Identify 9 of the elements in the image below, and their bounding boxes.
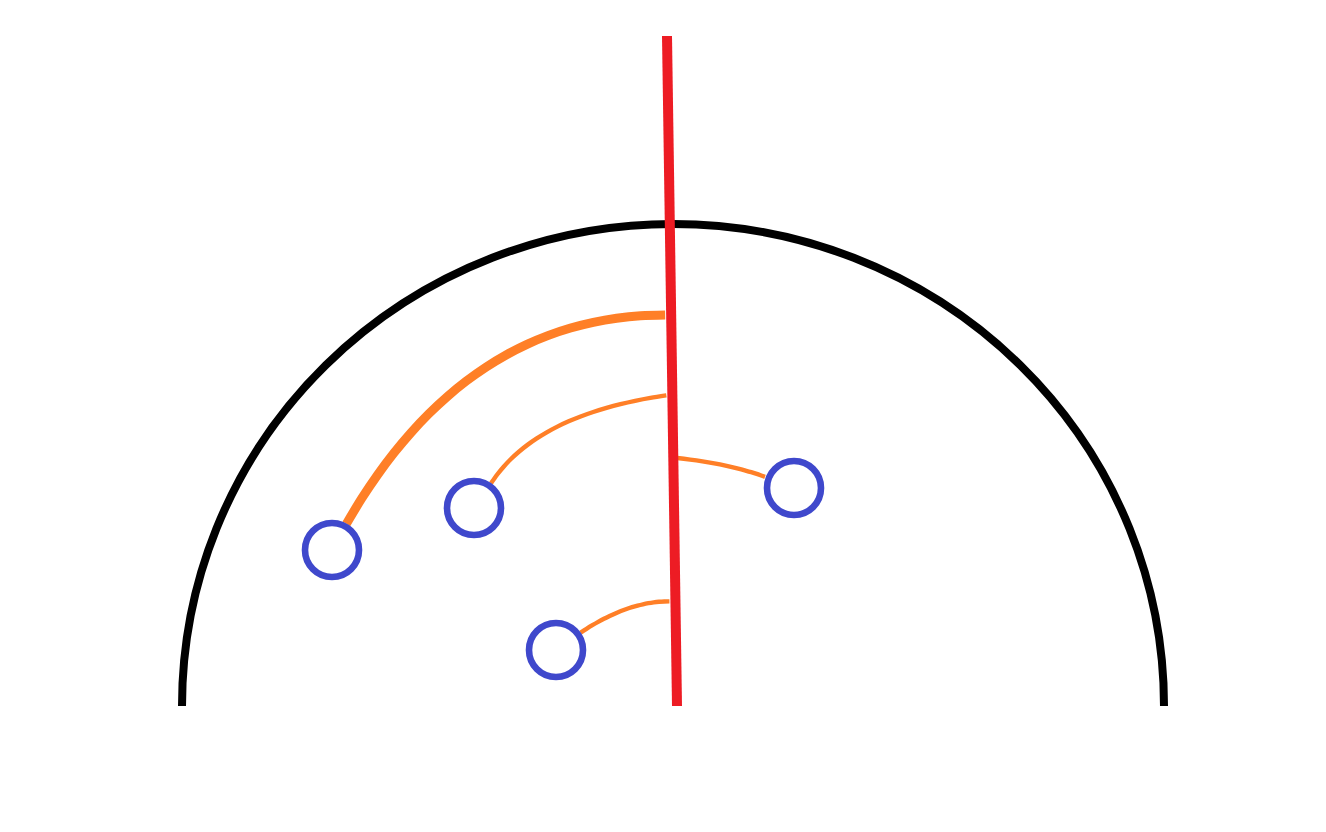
curved-connector	[489, 393, 667, 485]
circle-marker	[523, 617, 588, 682]
circle-marker	[299, 518, 364, 582]
circle-marker	[442, 476, 507, 541]
curved-connector	[677, 455, 766, 479]
curved-connector	[342, 310, 666, 526]
vertical-line	[661, 36, 681, 706]
circle-marker	[761, 455, 826, 520]
curved-connector	[579, 599, 670, 635]
